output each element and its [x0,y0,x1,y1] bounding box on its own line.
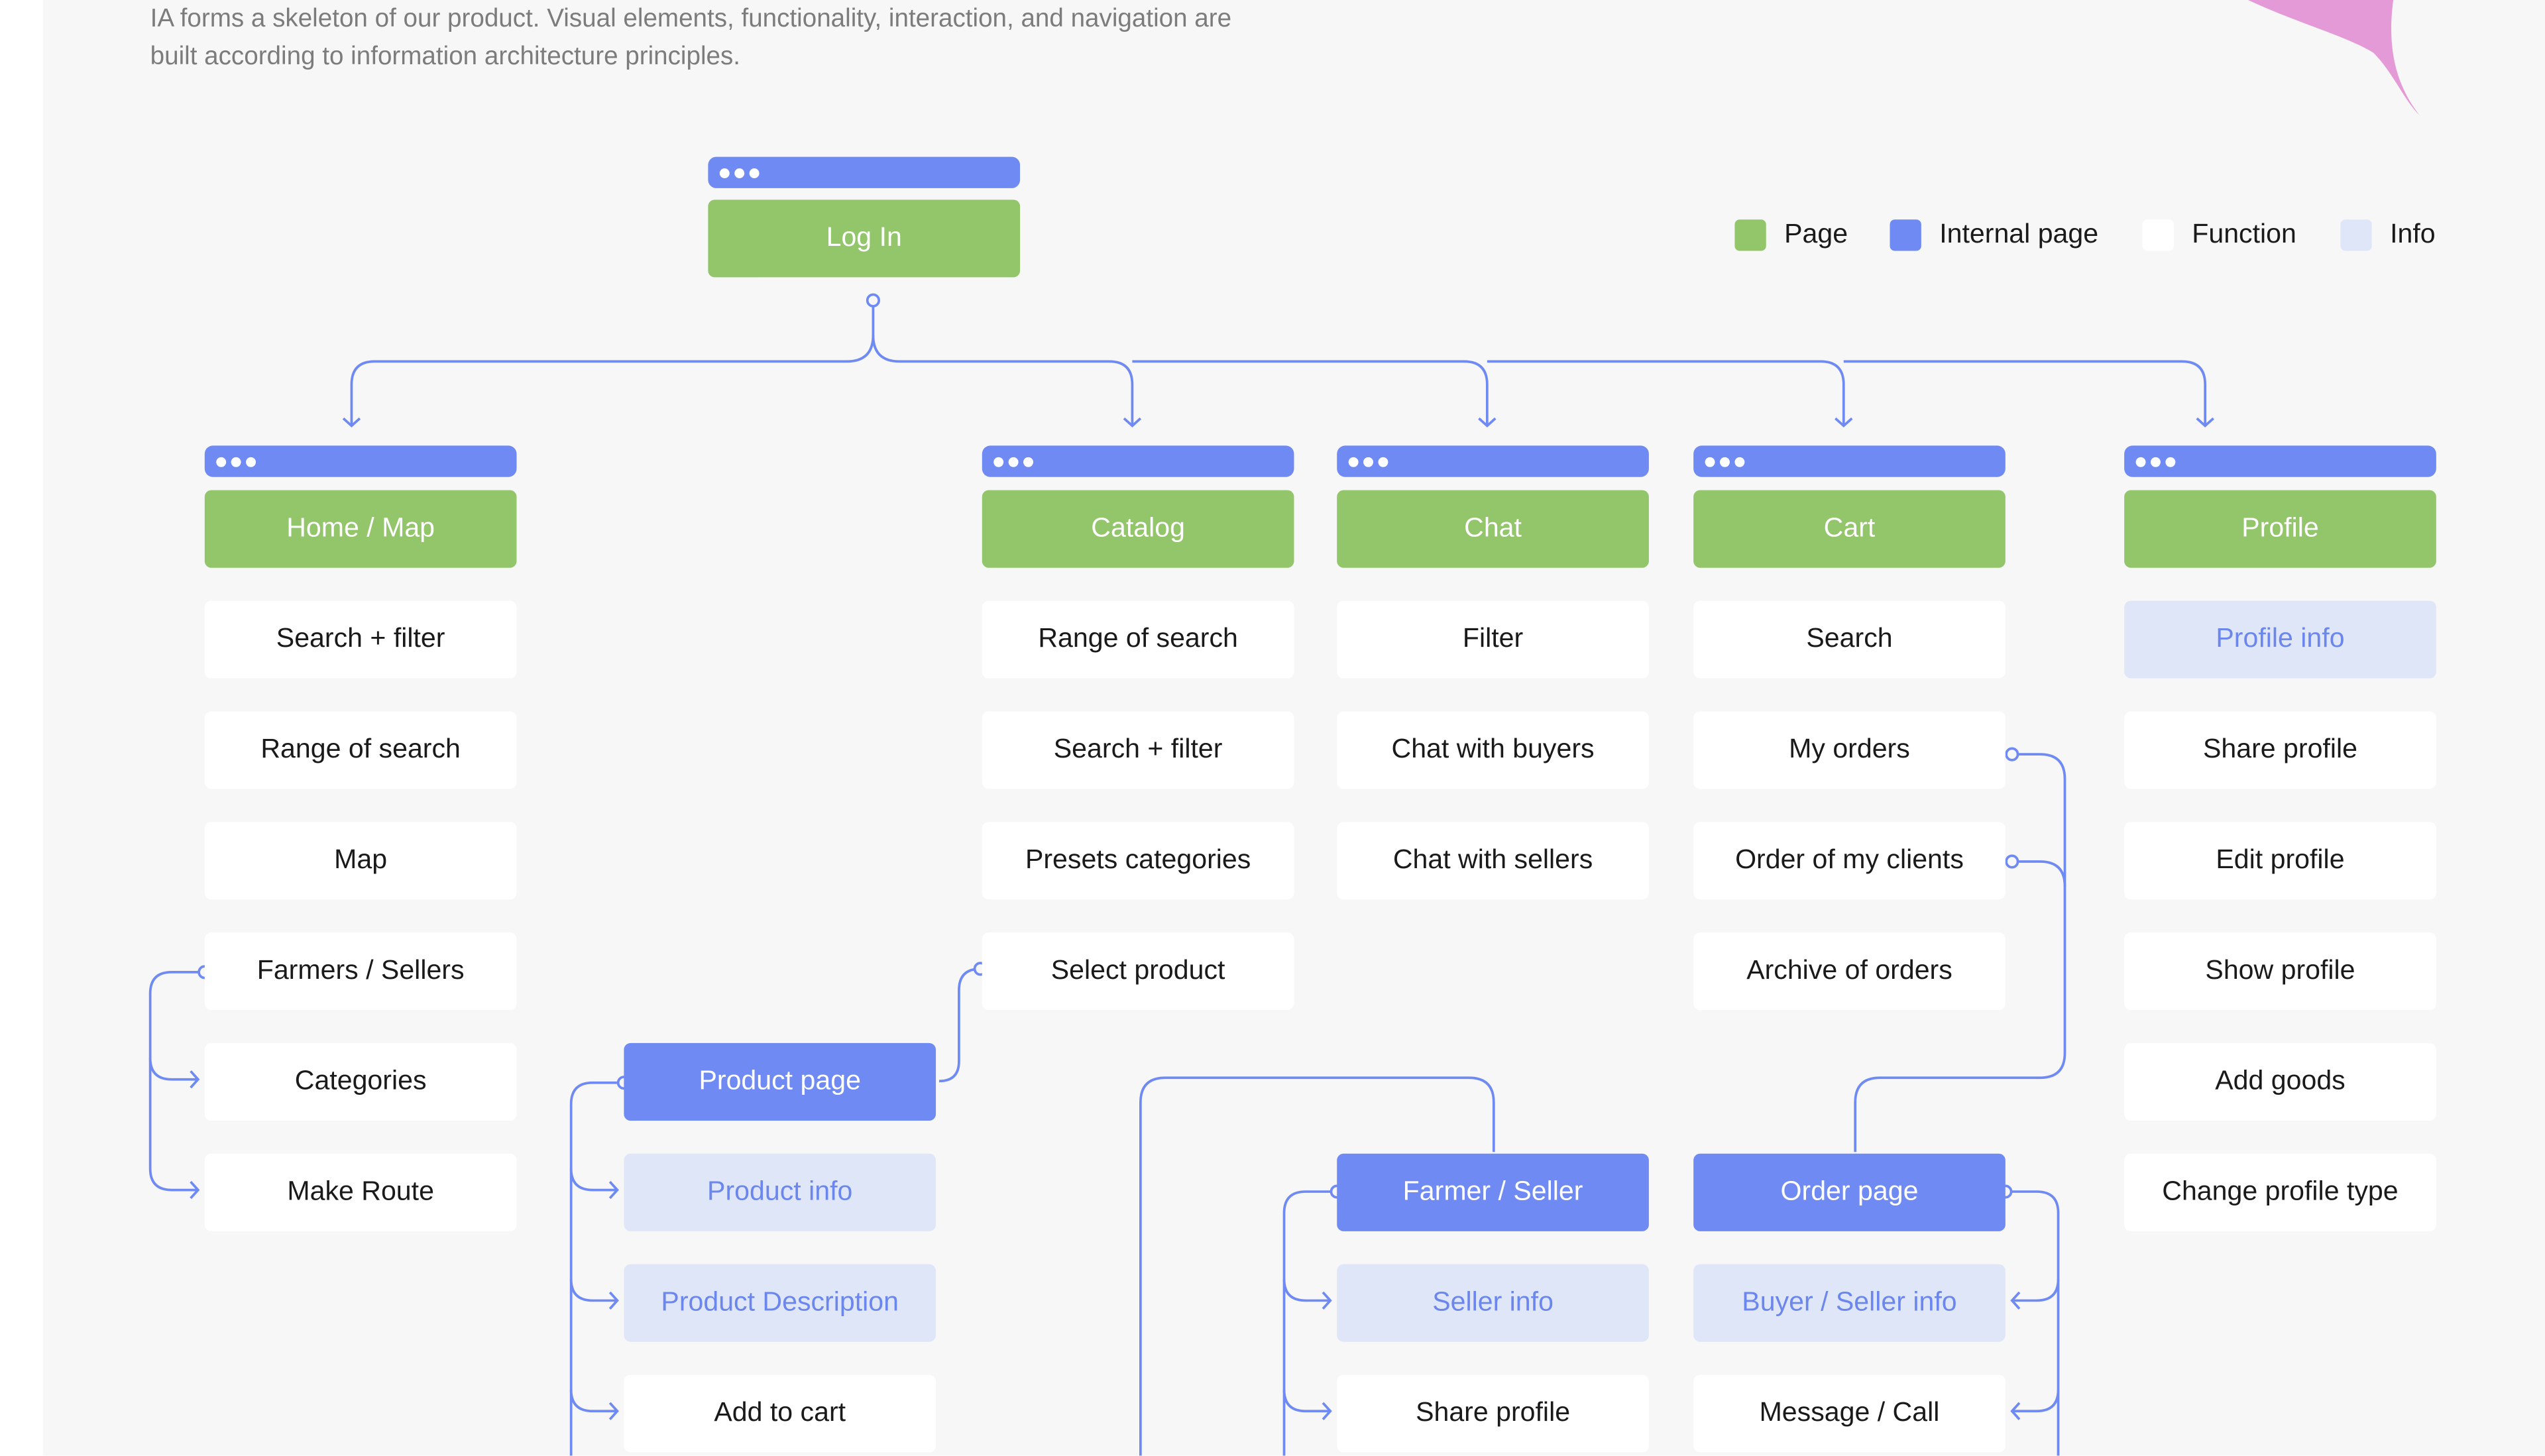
product-info-node[interactable]: Product Description [624,1264,936,1342]
internal-page-swatch [1890,219,1921,251]
login-window-bar [708,156,1021,188]
catalog-function-node[interactable]: Presets categories [982,822,1294,900]
home-window-bar [204,445,517,477]
page-swatch [1734,219,1766,251]
profile-function-node[interactable]: Edit profile [2124,822,2436,900]
dot-icon [1378,456,1388,467]
dot-icon [1705,456,1715,467]
cart-window-bar [1693,445,2006,477]
legend-info-label: Info [2390,219,2436,250]
home-function-node[interactable]: Farmers / Sellers [204,932,517,1011]
home-map-page-node[interactable]: Home / Map [204,490,517,568]
farmer-info-node[interactable]: Seller info [1337,1264,1649,1342]
catalog-function-node[interactable]: Search + filter [982,711,1294,789]
chat-function-node[interactable]: Chat with buyers [1337,711,1649,789]
catalog-function-node[interactable]: Range of search [982,600,1294,679]
dot-icon [1348,456,1359,467]
chat-page-node[interactable]: Chat [1337,490,1649,568]
catalog-page-node[interactable]: Catalog [982,490,1294,568]
info-swatch [2340,219,2372,251]
cart-function-node[interactable]: My orders [1693,711,2006,789]
cart-function-node[interactable]: Order of my clients [1693,822,2006,900]
chat-window-bar [1337,445,1649,477]
profile-function-node[interactable]: Add goods [2124,1042,2436,1121]
catalog-function-node[interactable]: Select product [982,932,1294,1011]
profile-function-node[interactable]: Share profile [2124,711,2436,789]
cart-page-node[interactable]: Cart [1693,490,2006,568]
cart-function-node[interactable]: Archive of orders [1693,932,2006,1011]
dot-icon [1363,456,1374,467]
home-function-node[interactable]: Search + filter [204,600,517,679]
intro-text: IA forms a skeleton of our product. Visu… [150,1,1339,76]
catalog-window-bar [982,445,1294,477]
dot-icon [216,456,227,467]
function-swatch [2142,219,2174,251]
legend-internal-page-label: Internal page [1939,219,2099,250]
dot-icon [246,456,256,467]
intro-line-2: built according to information architect… [150,42,741,70]
profile-page-node[interactable]: Profile [2124,490,2436,568]
home-function-node[interactable]: Range of search [204,711,517,789]
order-internal-page-node[interactable]: Order page [1693,1153,2006,1231]
legend-internal-page: Internal page [1890,219,2099,251]
legend-page: Page [1734,219,1848,251]
order-info-node[interactable]: Buyer / Seller info [1693,1264,2006,1342]
farmer-function-node[interactable]: Share profile [1337,1374,1649,1453]
dot-icon [2135,456,2146,467]
legend-function: Function [2142,219,2296,251]
dot-icon [231,456,241,467]
cart-function-node[interactable]: Search [1693,600,2006,679]
intro-line-1: IA forms a skeleton of our product. Visu… [150,5,1232,33]
dot-icon [719,167,730,178]
legend-function-label: Function [2192,219,2296,250]
home-function-node[interactable]: Map [204,822,517,900]
legend-info: Info [2340,219,2436,251]
dot-icon [1719,456,1730,467]
dot-icon [749,167,760,178]
dot-icon [1734,456,1745,467]
product-info-node[interactable]: Product info [624,1153,936,1231]
home-function-node[interactable]: Categories [204,1042,517,1121]
dot-icon [2150,456,2161,467]
dot-icon [1023,456,1033,467]
product-internal-page-node[interactable]: Product page [624,1042,936,1121]
order-function-node[interactable]: Message / Call [1693,1374,2006,1453]
decorative-blob [2247,0,2420,116]
profile-info-node[interactable]: Profile info [2124,600,2436,679]
chat-function-node[interactable]: Chat with sellers [1337,822,1649,900]
chat-function-node[interactable]: Filter [1337,600,1649,679]
dot-icon [1008,456,1019,467]
home-function-node[interactable]: Make Route [204,1153,517,1231]
dot-icon [734,167,745,178]
profile-function-node[interactable]: Show profile [2124,932,2436,1011]
legend-page-label: Page [1784,219,1848,250]
profile-function-node[interactable]: Change profile type [2124,1153,2436,1231]
product-function-node[interactable]: Add to cart [624,1374,936,1453]
profile-window-bar [2124,445,2436,477]
farmer-seller-internal-page-node[interactable]: Farmer / Seller [1337,1153,1649,1231]
login-page-node[interactable]: Log In [708,199,1021,278]
dot-icon [2165,456,2176,467]
dot-icon [993,456,1004,467]
